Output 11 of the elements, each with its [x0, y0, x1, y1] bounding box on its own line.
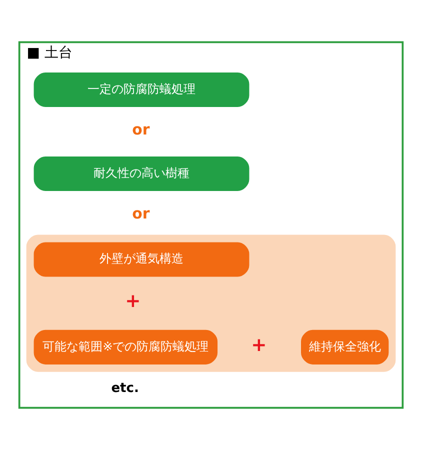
- node-box: 耐久性の高い樹種: [34, 156, 250, 191]
- label: or: [132, 204, 150, 222]
- label: etc.: [111, 381, 139, 396]
- node-box: 外壁が通気構造: [34, 242, 250, 277]
- label: +: [251, 334, 267, 356]
- label: +: [125, 291, 141, 312]
- node-box: 可能な範囲※での防腐防蟻処理: [34, 330, 218, 364]
- label: or: [132, 120, 150, 138]
- node-box: 維持保全強化: [301, 330, 389, 364]
- node-box: 一定の防腐防蟻処理: [34, 72, 250, 108]
- cluster: [26, 234, 396, 372]
